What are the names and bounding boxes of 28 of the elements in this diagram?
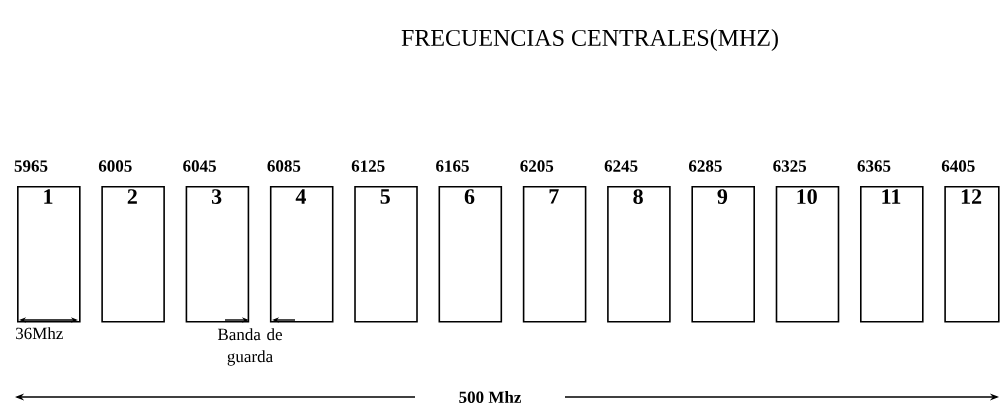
frequency-label: 6085	[267, 160, 301, 172]
channel-box: 4	[269, 186, 334, 323]
channel-box: 11	[860, 186, 924, 323]
frequency-label: 6045	[183, 160, 216, 172]
frequency-label: 6005	[98, 160, 132, 172]
channel-box: 2	[101, 186, 165, 323]
frequency-label: 6365	[857, 160, 891, 172]
frequency-label: 6125	[351, 160, 385, 172]
channel-box: 5	[354, 186, 418, 323]
channel-box: 7	[522, 186, 587, 323]
frequency-label: 6325	[773, 160, 807, 172]
frequency-label: 6205	[520, 160, 554, 172]
title: FRECUENCIAS CENTRALES(MHZ)	[401, 29, 778, 51]
channel-box: 3	[185, 186, 250, 323]
channel-box: 8	[607, 186, 671, 323]
channel-box: 10	[775, 186, 840, 323]
frequency-label: 6165	[436, 160, 469, 172]
dimension-text: 36Mhz	[16, 327, 63, 340]
channel-box: 1	[17, 186, 81, 323]
dimension-text: Banda de guarda	[217, 328, 282, 366]
dimension-text: 500 Mhz	[459, 391, 522, 403]
frequency-label: 6285	[689, 160, 722, 172]
channel-box: 6	[438, 186, 503, 323]
frequency-label: 6245	[604, 160, 638, 172]
frequency-label: 5965	[14, 160, 48, 172]
frequency-label: 6405	[941, 160, 975, 172]
channel-box: 9	[691, 186, 755, 323]
channel-box: 12	[944, 186, 1000, 323]
